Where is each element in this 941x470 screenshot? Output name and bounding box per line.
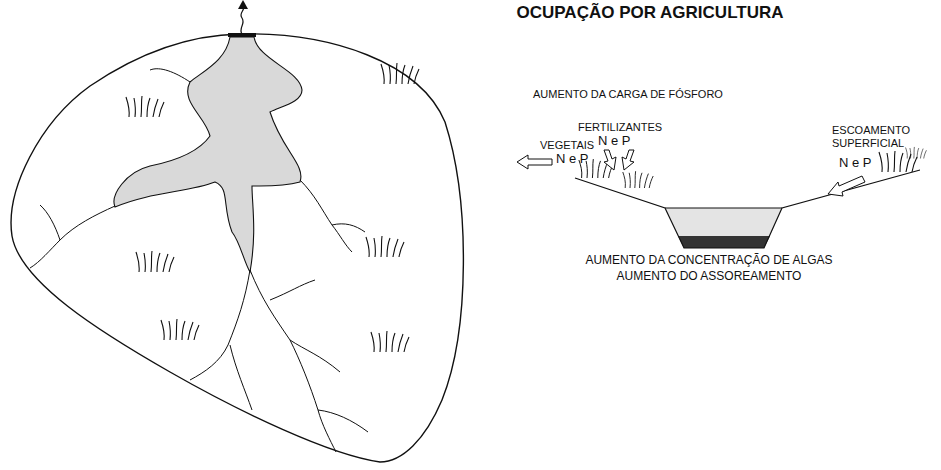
outflow-line xyxy=(241,6,244,34)
cross-section xyxy=(517,147,926,248)
outflow-arrowhead xyxy=(238,0,248,9)
nutrient-label: N e P xyxy=(598,134,631,149)
nutrient-label: N e P xyxy=(839,156,872,171)
nutrient-label: N e P xyxy=(556,152,589,167)
source-label: VEGETAIS xyxy=(540,139,594,152)
source-label: ESCOAMENTO SUPERFICIAL xyxy=(832,124,904,149)
vegetation xyxy=(126,63,419,352)
diagram-title: OCUPAÇÃO POR AGRICULTURA xyxy=(517,3,784,23)
effect-label: AUMENTO DA CARGA DE FÓSFORO xyxy=(533,88,723,101)
source-label: FERTILIZANTES xyxy=(578,121,662,134)
effect-label: AUMENTO DO ASSOREAMENTO xyxy=(617,270,802,284)
effect-label: AUMENTO DA CONCENTRAÇÃO DE ALGAS xyxy=(585,254,832,268)
watershed-outline xyxy=(11,34,463,462)
streams xyxy=(30,69,368,452)
lake xyxy=(114,37,302,272)
